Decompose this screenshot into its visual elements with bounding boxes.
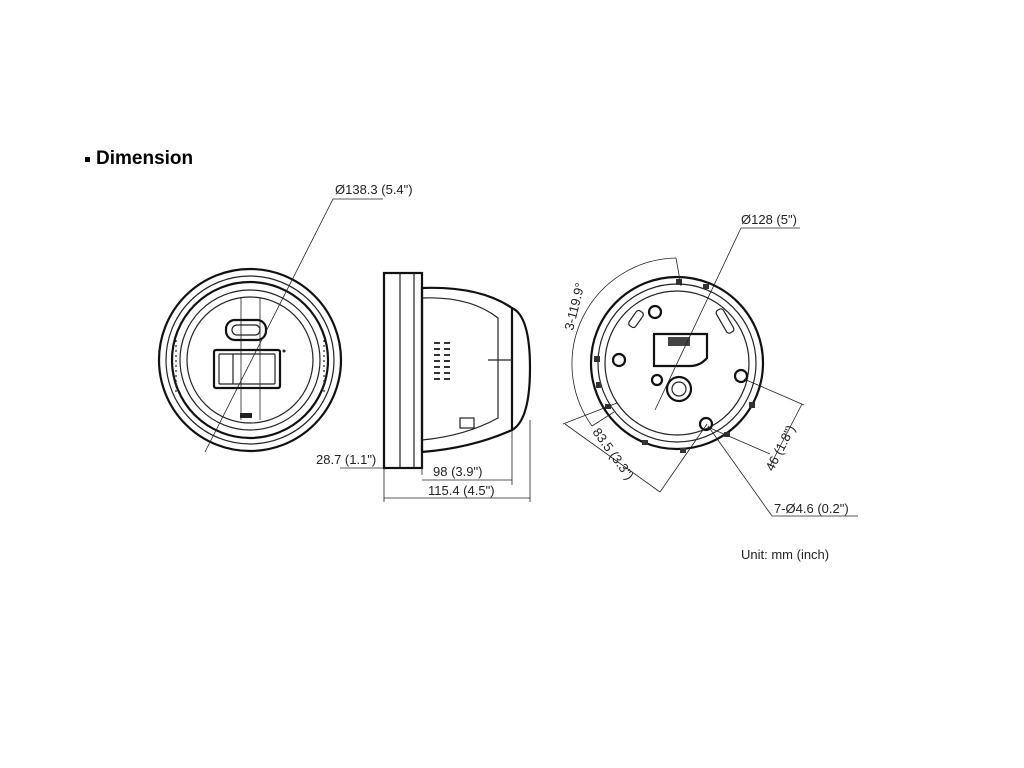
side-vent-grid (434, 342, 450, 380)
base-hole-distance-line (564, 423, 661, 493)
side-view (340, 271, 532, 502)
front-diameter-leader (204, 198, 334, 453)
base-hole-distance-label: 83.5 (3.3") (590, 425, 638, 483)
base-hole-ext-2 (659, 423, 708, 493)
bullet-icon (85, 156, 90, 162)
side-dome-inner (421, 297, 499, 441)
section-title: Dimension (96, 148, 194, 169)
side-height-label: 28.7 (1.1") (316, 452, 376, 467)
base-slot-left (628, 309, 644, 329)
base-slot-right (715, 308, 735, 334)
front-top-lens (224, 318, 268, 342)
side-bracket-clip (459, 417, 475, 429)
base-angle-arc (571, 257, 677, 427)
base-width-label: 46 (1.8") (762, 423, 798, 474)
base-ring-3 (604, 290, 750, 436)
base-view (562, 227, 858, 517)
front-diameter-label: Ø138.3 (5.4") (335, 182, 413, 197)
base-mounting-holes (611, 304, 749, 432)
front-view (157, 198, 383, 453)
front-top-lens-inner (231, 324, 261, 336)
front-sensor-dot (282, 349, 286, 353)
front-main-lens (212, 348, 282, 390)
front-inner-ring (186, 296, 314, 424)
front-ring-2 (165, 275, 335, 445)
base-diameter-leader (654, 227, 742, 411)
base-holes-label: 7-Ø4.6 (0.2") (774, 501, 849, 516)
base-cable-box (652, 332, 709, 368)
section-heading: Dimension (85, 148, 193, 170)
front-ring-3 (170, 280, 330, 440)
base-width-line (769, 403, 803, 467)
base-diameter-label: Ø128 (5") (741, 212, 797, 227)
side-front-face (511, 306, 532, 431)
unit-note: Unit: mm (inch) (741, 547, 829, 562)
base-connector (668, 337, 690, 346)
base-angle-label: 3-119.9° (561, 281, 587, 332)
front-outer-ring (157, 267, 343, 453)
base-outer-ring (589, 275, 765, 451)
front-main-lens-inner (218, 353, 276, 385)
front-vent-dots (175, 340, 325, 395)
side-depth-label: 98 (3.9") (433, 464, 482, 479)
front-ring-4 (179, 289, 321, 431)
front-logo (240, 413, 252, 418)
base-holes-leader (707, 425, 773, 517)
side-base-flange (382, 271, 424, 470)
side-total-depth-label: 115.4 (4.5") (428, 483, 495, 498)
base-hole-ext-1 (562, 402, 618, 425)
